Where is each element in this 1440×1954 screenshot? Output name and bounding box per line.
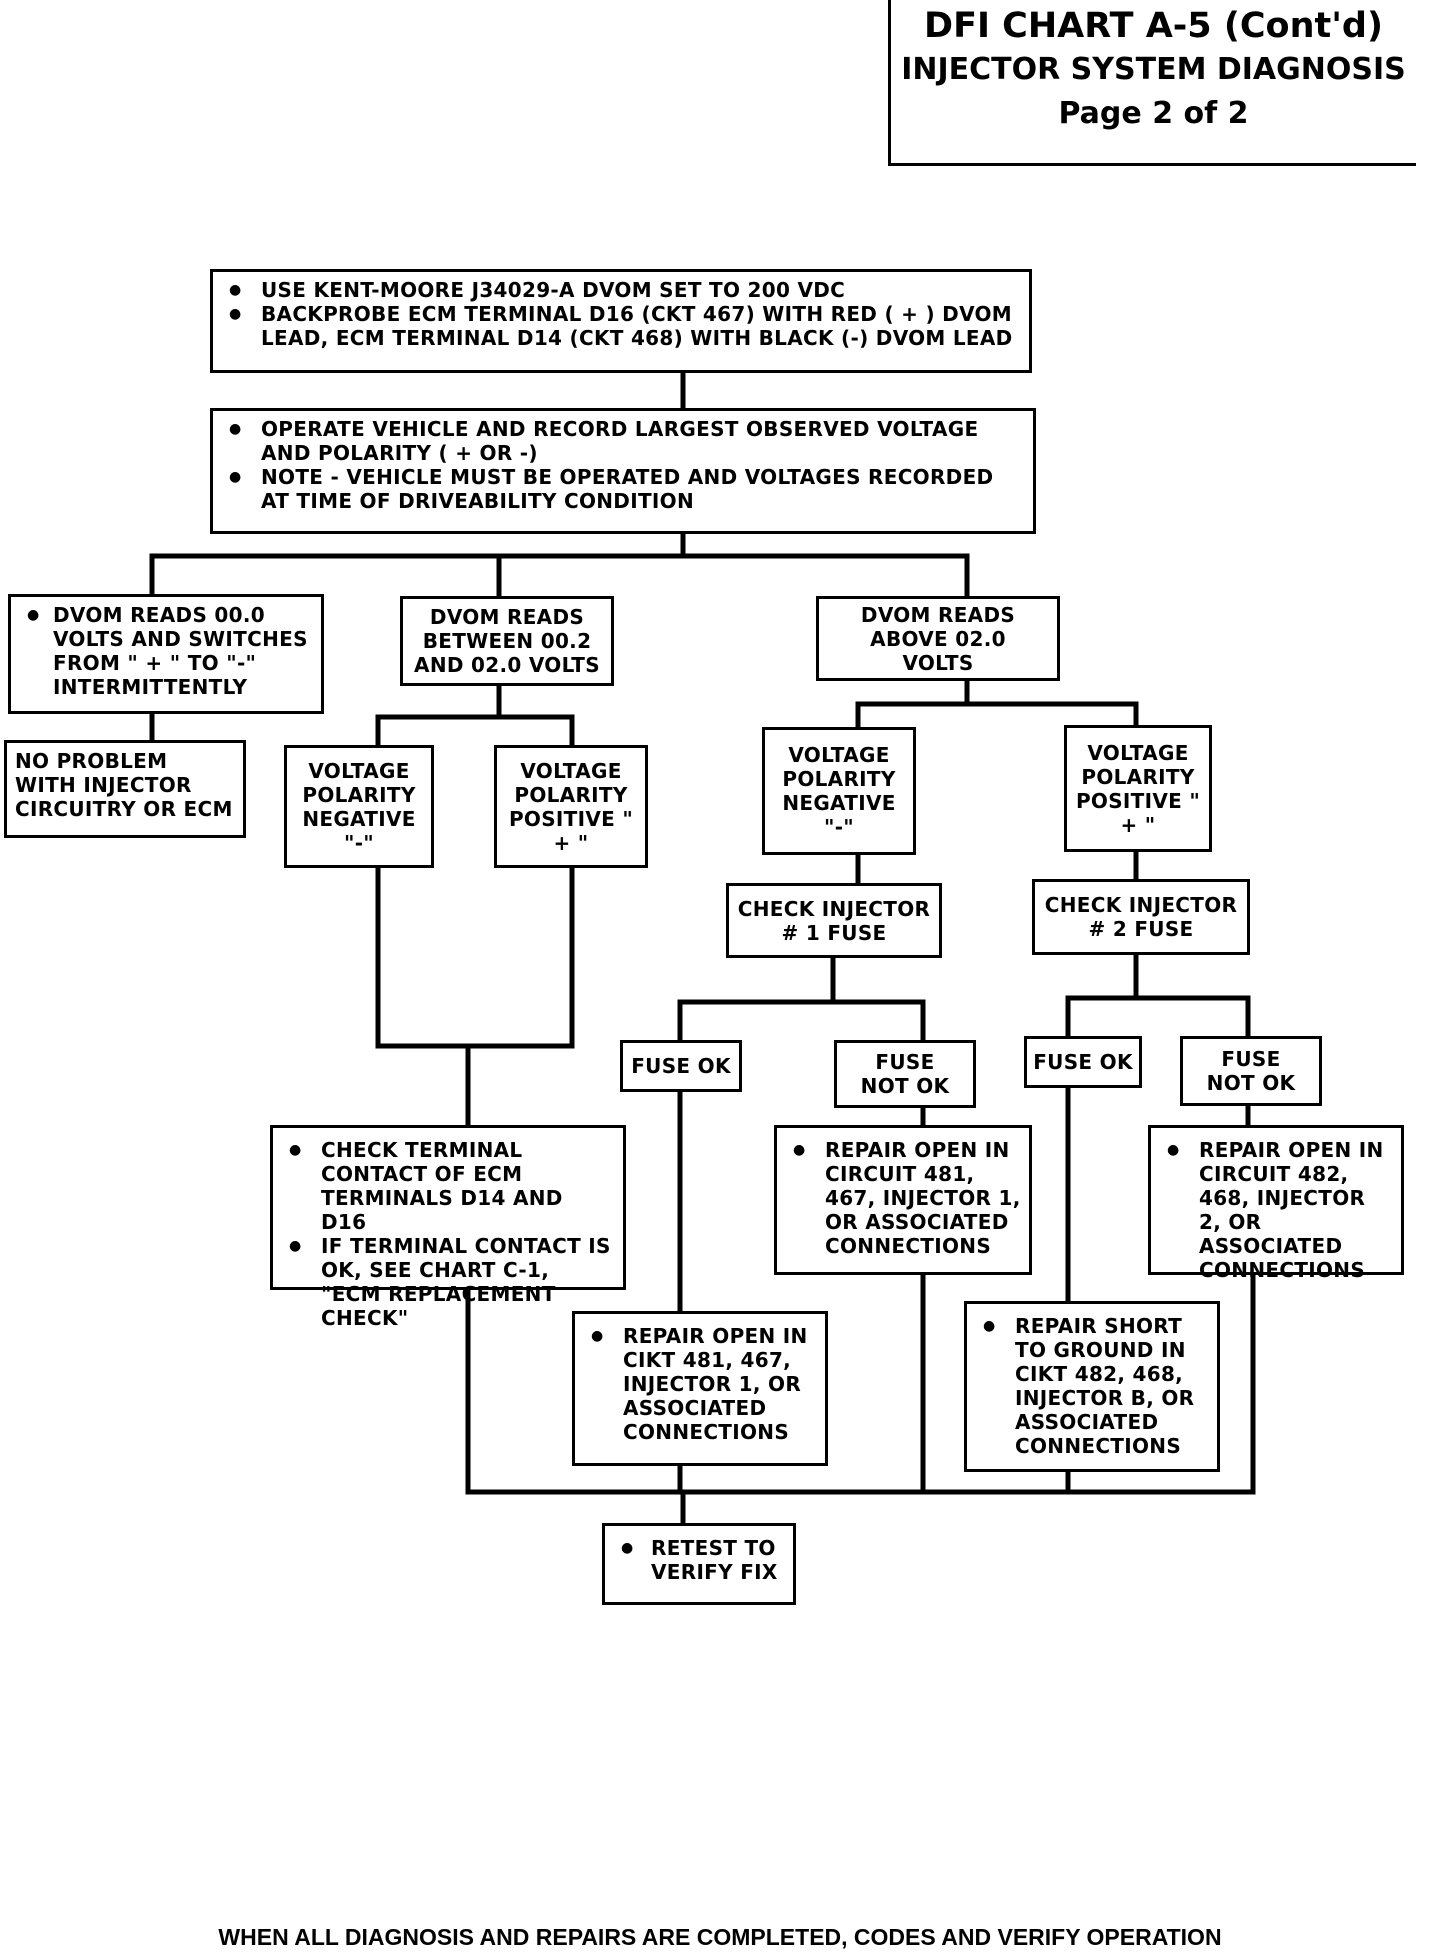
setup-line-1: USE KENT-MOORE J34029-A DVOM SET TO 200 …	[223, 278, 1021, 302]
result-no-problem: NO PROBLEM WITH INJECTOR CIRCUITRY OR EC…	[4, 740, 246, 838]
repair-open-cikt-481-text: REPAIR OPEN IN CIKT 481, 467, INJECTOR 1…	[585, 1324, 817, 1444]
high-polarity-negative: VOLTAGE POLARITY NEGATIVE "-"	[762, 727, 916, 855]
operate-line-2: NOTE - VEHICLE MUST BE OPERATED AND VOLT…	[223, 465, 1025, 513]
fuse-2-ok-text: FUSE OK	[1033, 1050, 1133, 1074]
fuse-1-not-ok: FUSE NOT OK	[834, 1040, 976, 1108]
repair-open-circuit-481: REPAIR OPEN IN CIRCUIT 481, 467, INJECTO…	[774, 1125, 1032, 1275]
mid-polarity-positive: VOLTAGE POLARITY POSITIVE " + "	[494, 745, 648, 868]
check-terminal-line-1: CHECK TERMINAL CONTACT OF ECM TERMINALS …	[283, 1138, 615, 1234]
repair-open-cikt-481: REPAIR OPEN IN CIKT 481, 467, INJECTOR 1…	[572, 1311, 828, 1466]
page-indicator: Page 2 of 2	[1058, 96, 1249, 131]
chart-title: DFI CHART A-5 (Cont'd)	[924, 6, 1383, 46]
step-check-terminal-contact: CHECK TERMINAL CONTACT OF ECM TERMINALS …	[270, 1125, 626, 1330]
footer-note: WHEN ALL DIAGNOSIS AND REPAIRS ARE COMPL…	[218, 1924, 1222, 1950]
check-fuse-2-text: CHECK INJECTOR # 2 FUSE	[1044, 893, 1238, 941]
fuse-2-ok: FUSE OK	[1024, 1036, 1142, 1088]
mid-positive-text: VOLTAGE POLARITY POSITIVE " + "	[508, 758, 634, 855]
check-terminal-line-2: IF TERMINAL CONTACT IS OK, SEE CHART C-1…	[283, 1234, 615, 1330]
fuse-1-not-ok-text: FUSE NOT OK	[860, 1050, 950, 1098]
step-setup-dvom: USE KENT-MOORE J34029-A DVOM SET TO 200 …	[210, 269, 1032, 373]
operate-line-1: OPERATE VEHICLE AND RECORD LARGEST OBSER…	[223, 417, 1025, 465]
reading-above-text: DVOM READS ABOVE 02.0 VOLTS	[860, 602, 1016, 675]
check-injector-1-fuse: CHECK INJECTOR # 1 FUSE	[726, 883, 942, 958]
mid-negative-text: VOLTAGE POLARITY NEGATIVE "-"	[302, 758, 416, 855]
high-negative-text: VOLTAGE POLARITY NEGATIVE "-"	[782, 743, 896, 839]
repair-open-482-text: REPAIR OPEN IN CIRCUIT 482, 468, INJECTO…	[1161, 1138, 1393, 1282]
check-injector-2-fuse: CHECK INJECTOR # 2 FUSE	[1032, 879, 1250, 955]
fuse-1-ok-text: FUSE OK	[631, 1054, 731, 1078]
repair-open-circuit-482: REPAIR OPEN IN CIRCUIT 482, 468, INJECTO…	[1148, 1125, 1404, 1282]
fuse-2-not-ok: FUSE NOT OK	[1180, 1036, 1322, 1106]
high-polarity-positive: VOLTAGE POLARITY POSITIVE " + "	[1064, 725, 1212, 852]
chart-title-block: DFI CHART A-5 (Cont'd) INJECTOR SYSTEM D…	[888, 0, 1416, 166]
fuse-2-not-ok-text: FUSE NOT OK	[1206, 1047, 1296, 1095]
reading-between-text: DVOM READS BETWEEN 00.2 AND 02.0 VOLTS	[414, 605, 600, 677]
high-positive-text: VOLTAGE POLARITY POSITIVE " + "	[1075, 740, 1201, 837]
mid-polarity-negative: VOLTAGE POLARITY NEGATIVE "-"	[284, 745, 434, 868]
no-problem-text: NO PROBLEM WITH INJECTOR CIRCUITRY OR EC…	[15, 749, 233, 821]
fuse-1-ok: FUSE OK	[620, 1040, 742, 1092]
step-operate-vehicle: OPERATE VEHICLE AND RECORD LARGEST OBSER…	[210, 408, 1036, 534]
reading-between-volts: DVOM READS BETWEEN 00.2 AND 02.0 VOLTS	[400, 596, 614, 686]
reading-above-volts: DVOM READS ABOVE 02.0 VOLTS	[816, 596, 1060, 681]
repair-short-to-ground-482: REPAIR SHORT TO GROUND IN CIKT 482, 468,…	[964, 1301, 1220, 1472]
repair-open-481-text: REPAIR OPEN IN CIRCUIT 481, 467, INJECTO…	[787, 1138, 1021, 1258]
chart-subtitle: INJECTOR SYSTEM DIAGNOSIS	[901, 52, 1406, 87]
retest-text: RETEST TO VERIFY FIX	[615, 1536, 785, 1584]
setup-line-2: BACKPROBE ECM TERMINAL D16 (CKT 467) WIT…	[223, 302, 1021, 350]
check-fuse-1-text: CHECK INJECTOR # 1 FUSE	[737, 896, 931, 945]
reading-zero-text: DVOM READS 00.0 VOLTS AND SWITCHES FROM …	[21, 603, 313, 699]
reading-zero-volts: DVOM READS 00.0 VOLTS AND SWITCHES FROM …	[8, 594, 324, 714]
repair-short-482-text: REPAIR SHORT TO GROUND IN CIKT 482, 468,…	[977, 1314, 1209, 1458]
step-retest-verify-fix: RETEST TO VERIFY FIX	[602, 1523, 796, 1605]
